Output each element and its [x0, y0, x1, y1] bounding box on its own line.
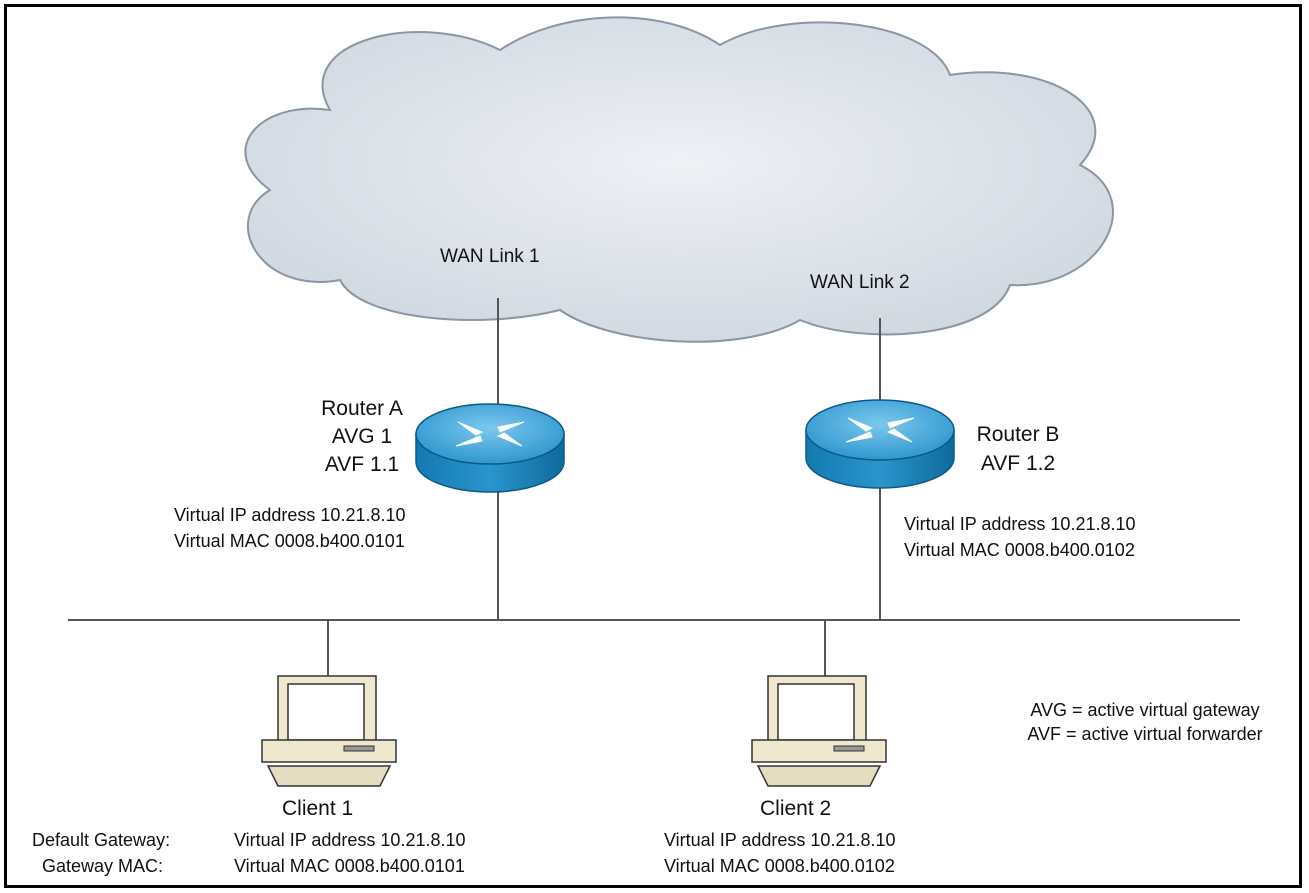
legend-avg: AVG = active virtual gateway	[1030, 700, 1260, 720]
router-a-name: Router A	[321, 397, 403, 420]
router-b-icon[interactable]	[805, 399, 955, 489]
client-1-gateway-ip: Virtual IP address 10.21.8.10	[234, 830, 466, 850]
client-2-gateway-ip: Virtual IP address 10.21.8.10	[664, 830, 896, 850]
wan-link-2-label: WAN Link 2	[810, 272, 910, 293]
router-b-role-avf: AVF 1.2	[980, 452, 1056, 475]
router-a-virtual-ip: Virtual IP address 10.21.8.10	[174, 505, 406, 525]
default-gateway-label: Default Gateway:	[32, 830, 171, 850]
wan-link-1-label: WAN Link 1	[440, 246, 540, 267]
wan-cloud	[244, 16, 1114, 343]
router-a-icon[interactable]	[415, 403, 565, 493]
router-a-virtual-mac: Virtual MAC 0008.b400.0101	[174, 531, 405, 551]
router-b-name: Router B	[976, 423, 1060, 446]
router-b-virtual-ip: Virtual IP address 10.21.8.10	[904, 514, 1136, 534]
client-2-name: Client 2	[760, 797, 832, 820]
legend-avf: AVF = active virtual forwarder	[1027, 724, 1263, 744]
client-2-gateway-mac: Virtual MAC 0008.b400.0102	[664, 856, 895, 876]
client-1-name: Client 1	[282, 797, 354, 820]
connection-lines	[68, 298, 1240, 676]
client-1-gateway-mac: Virtual MAC 0008.b400.0101	[234, 856, 465, 876]
router-a-role-avf: AVF 1.1	[324, 453, 400, 476]
router-b-virtual-mac: Virtual MAC 0008.b400.0102	[904, 540, 1135, 560]
router-a-role-avg: AVG 1	[331, 425, 393, 448]
client-1-computer-icon[interactable]	[261, 675, 397, 787]
gateway-mac-label: Gateway MAC:	[42, 856, 164, 876]
client-2-computer-icon[interactable]	[751, 675, 887, 787]
